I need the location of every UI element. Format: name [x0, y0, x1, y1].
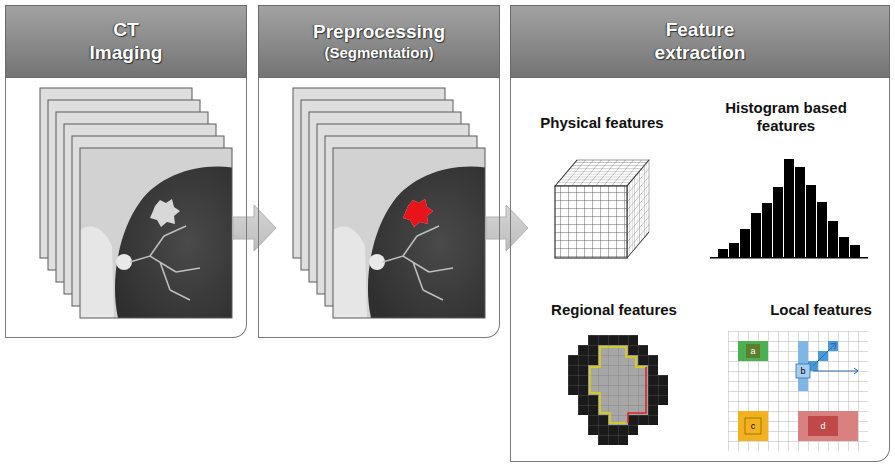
- local-grid: [728, 331, 868, 451]
- panel-header: CT Imaging: [5, 5, 247, 78]
- panel-header: Preprocessing(Segmentation): [258, 5, 500, 78]
- panel-body: [258, 78, 500, 338]
- segmentation-mask: [403, 199, 433, 227]
- grid-letter: a: [749, 347, 756, 356]
- block-arrow: [486, 205, 528, 251]
- grid-letter: b: [799, 367, 806, 376]
- panel-body: [5, 78, 247, 338]
- panel-header: Feature extraction: [510, 5, 890, 78]
- histogram: [710, 159, 868, 259]
- feature-label: Histogram based features: [711, 99, 861, 135]
- panel-title: CT Imaging: [90, 19, 163, 65]
- block-arrow: [233, 205, 276, 251]
- pixel-region: [568, 335, 668, 445]
- panel-title: Feature extraction: [655, 19, 746, 65]
- panel: Feature extraction: [510, 5, 890, 462]
- feature-label: Physical features: [540, 114, 663, 132]
- grid-letter: c: [750, 422, 757, 431]
- panel: CT Imaging: [5, 5, 247, 338]
- feature-label: Regional features: [551, 301, 677, 319]
- panel: Preprocessing(Segmentation): [258, 5, 500, 338]
- panel-subtitle: (Segmentation): [324, 44, 433, 62]
- ct-slices: [40, 88, 236, 318]
- panel-body: [510, 78, 890, 462]
- panel-title: Preprocessing: [313, 21, 445, 44]
- feature-label: Local features: [770, 301, 872, 319]
- voxel-cube: [555, 160, 649, 258]
- grid-letter: d: [819, 422, 826, 431]
